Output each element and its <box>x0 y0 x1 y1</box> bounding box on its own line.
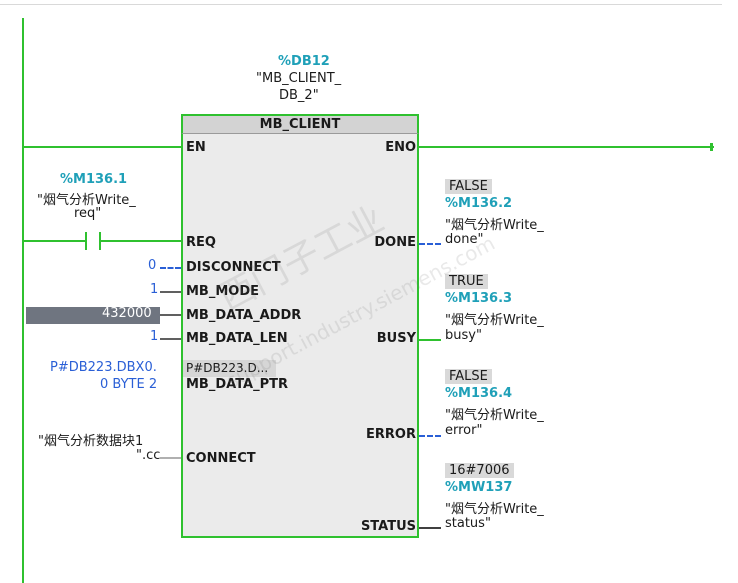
busy-wire <box>419 339 441 341</box>
req-contact-address[interactable]: %M136.1 <box>60 172 128 187</box>
top-divider <box>0 4 722 5</box>
done-wire <box>419 243 441 245</box>
status-monitor-value: 16#7006 <box>445 463 514 478</box>
mb-data-addr-highlight <box>26 307 160 324</box>
done-address[interactable]: %M136.2 <box>445 196 513 211</box>
disconnect-wire <box>160 267 181 269</box>
pin-req: REQ <box>186 235 216 250</box>
mb-data-ptr-value-line1[interactable]: P#DB223.DBX0. <box>50 360 157 375</box>
done-monitor-value: FALSE <box>445 179 492 194</box>
req-wire-right <box>101 240 181 242</box>
error-wire <box>419 435 441 437</box>
status-wire <box>419 527 441 529</box>
status-name-line2[interactable]: status" <box>445 516 491 531</box>
connect-wire <box>160 457 181 459</box>
eno-wire <box>419 146 714 148</box>
done-name-line1[interactable]: "烟气分析Write_ <box>445 218 544 233</box>
contact-bar-right[interactable] <box>99 232 101 250</box>
instance-db-name-line2[interactable]: DB_2" <box>279 88 319 103</box>
connect-value-line2[interactable]: ".cc <box>136 448 161 463</box>
pin-mb-data-addr: MB_DATA_ADDR <box>186 308 302 323</box>
mb-client-block[interactable] <box>181 114 419 538</box>
mb-data-addr-value[interactable]: 432000 <box>102 306 152 321</box>
mb-mode-wire <box>160 291 181 293</box>
pin-done: DONE <box>374 235 416 250</box>
disconnect-value[interactable]: 0 <box>148 258 157 273</box>
done-name-line2[interactable]: done" <box>445 232 484 247</box>
busy-address[interactable]: %M136.3 <box>445 291 513 306</box>
connect-value-line1[interactable]: "烟气分析数据块1 <box>38 434 144 449</box>
instance-db-address[interactable]: %DB12 <box>278 54 330 69</box>
mb-data-len-wire <box>160 338 181 340</box>
mb-mode-value[interactable]: 1 <box>150 282 159 297</box>
mb-data-len-value[interactable]: 1 <box>150 329 159 344</box>
busy-name-line2[interactable]: busy" <box>445 328 482 343</box>
pin-error: ERROR <box>366 427 416 442</box>
req-contact-name-line2[interactable]: req" <box>74 206 102 221</box>
req-wire-left <box>24 240 85 242</box>
req-contact-name-line1[interactable]: "烟气分析Write_ <box>37 193 136 208</box>
pin-busy: BUSY <box>376 331 416 346</box>
mb-data-ptr-value-line2[interactable]: 0 BYTE 2 <box>100 377 158 392</box>
block-title[interactable]: MB_CLIENT <box>181 114 419 134</box>
error-name-line2[interactable]: error" <box>445 423 483 438</box>
busy-name-line1[interactable]: "烟气分析Write_ <box>445 313 544 328</box>
pin-status: STATUS <box>360 519 416 534</box>
pin-eno: ENO <box>385 140 416 155</box>
status-address[interactable]: %MW137 <box>445 480 513 495</box>
pin-mb-data-ptr: MB_DATA_PTR <box>186 377 289 392</box>
en-wire <box>24 146 181 148</box>
mb-data-addr-wire <box>160 314 181 316</box>
eno-wire-end <box>710 143 713 151</box>
instance-db-name-line1[interactable]: "MB_CLIENT_ <box>256 71 342 86</box>
pin-mb-mode: MB_MODE <box>186 284 260 299</box>
left-power-rail <box>22 18 24 583</box>
contact-bar-left[interactable] <box>85 232 87 250</box>
busy-monitor-value: TRUE <box>445 274 488 289</box>
pin-connect: CONNECT <box>186 451 256 466</box>
pin-mb-data-len: MB_DATA_LEN <box>186 331 288 346</box>
error-name-line1[interactable]: "烟气分析Write_ <box>445 408 544 423</box>
pin-disconnect: DISCONNECT <box>186 260 281 275</box>
error-address[interactable]: %M136.4 <box>445 386 513 401</box>
pin-en: EN <box>186 140 206 155</box>
error-monitor-value: FALSE <box>445 369 492 384</box>
status-name-line1[interactable]: "烟气分析Write_ <box>445 502 544 517</box>
mb-data-ptr-inline-value[interactable]: P#DB223.D... <box>183 360 276 377</box>
